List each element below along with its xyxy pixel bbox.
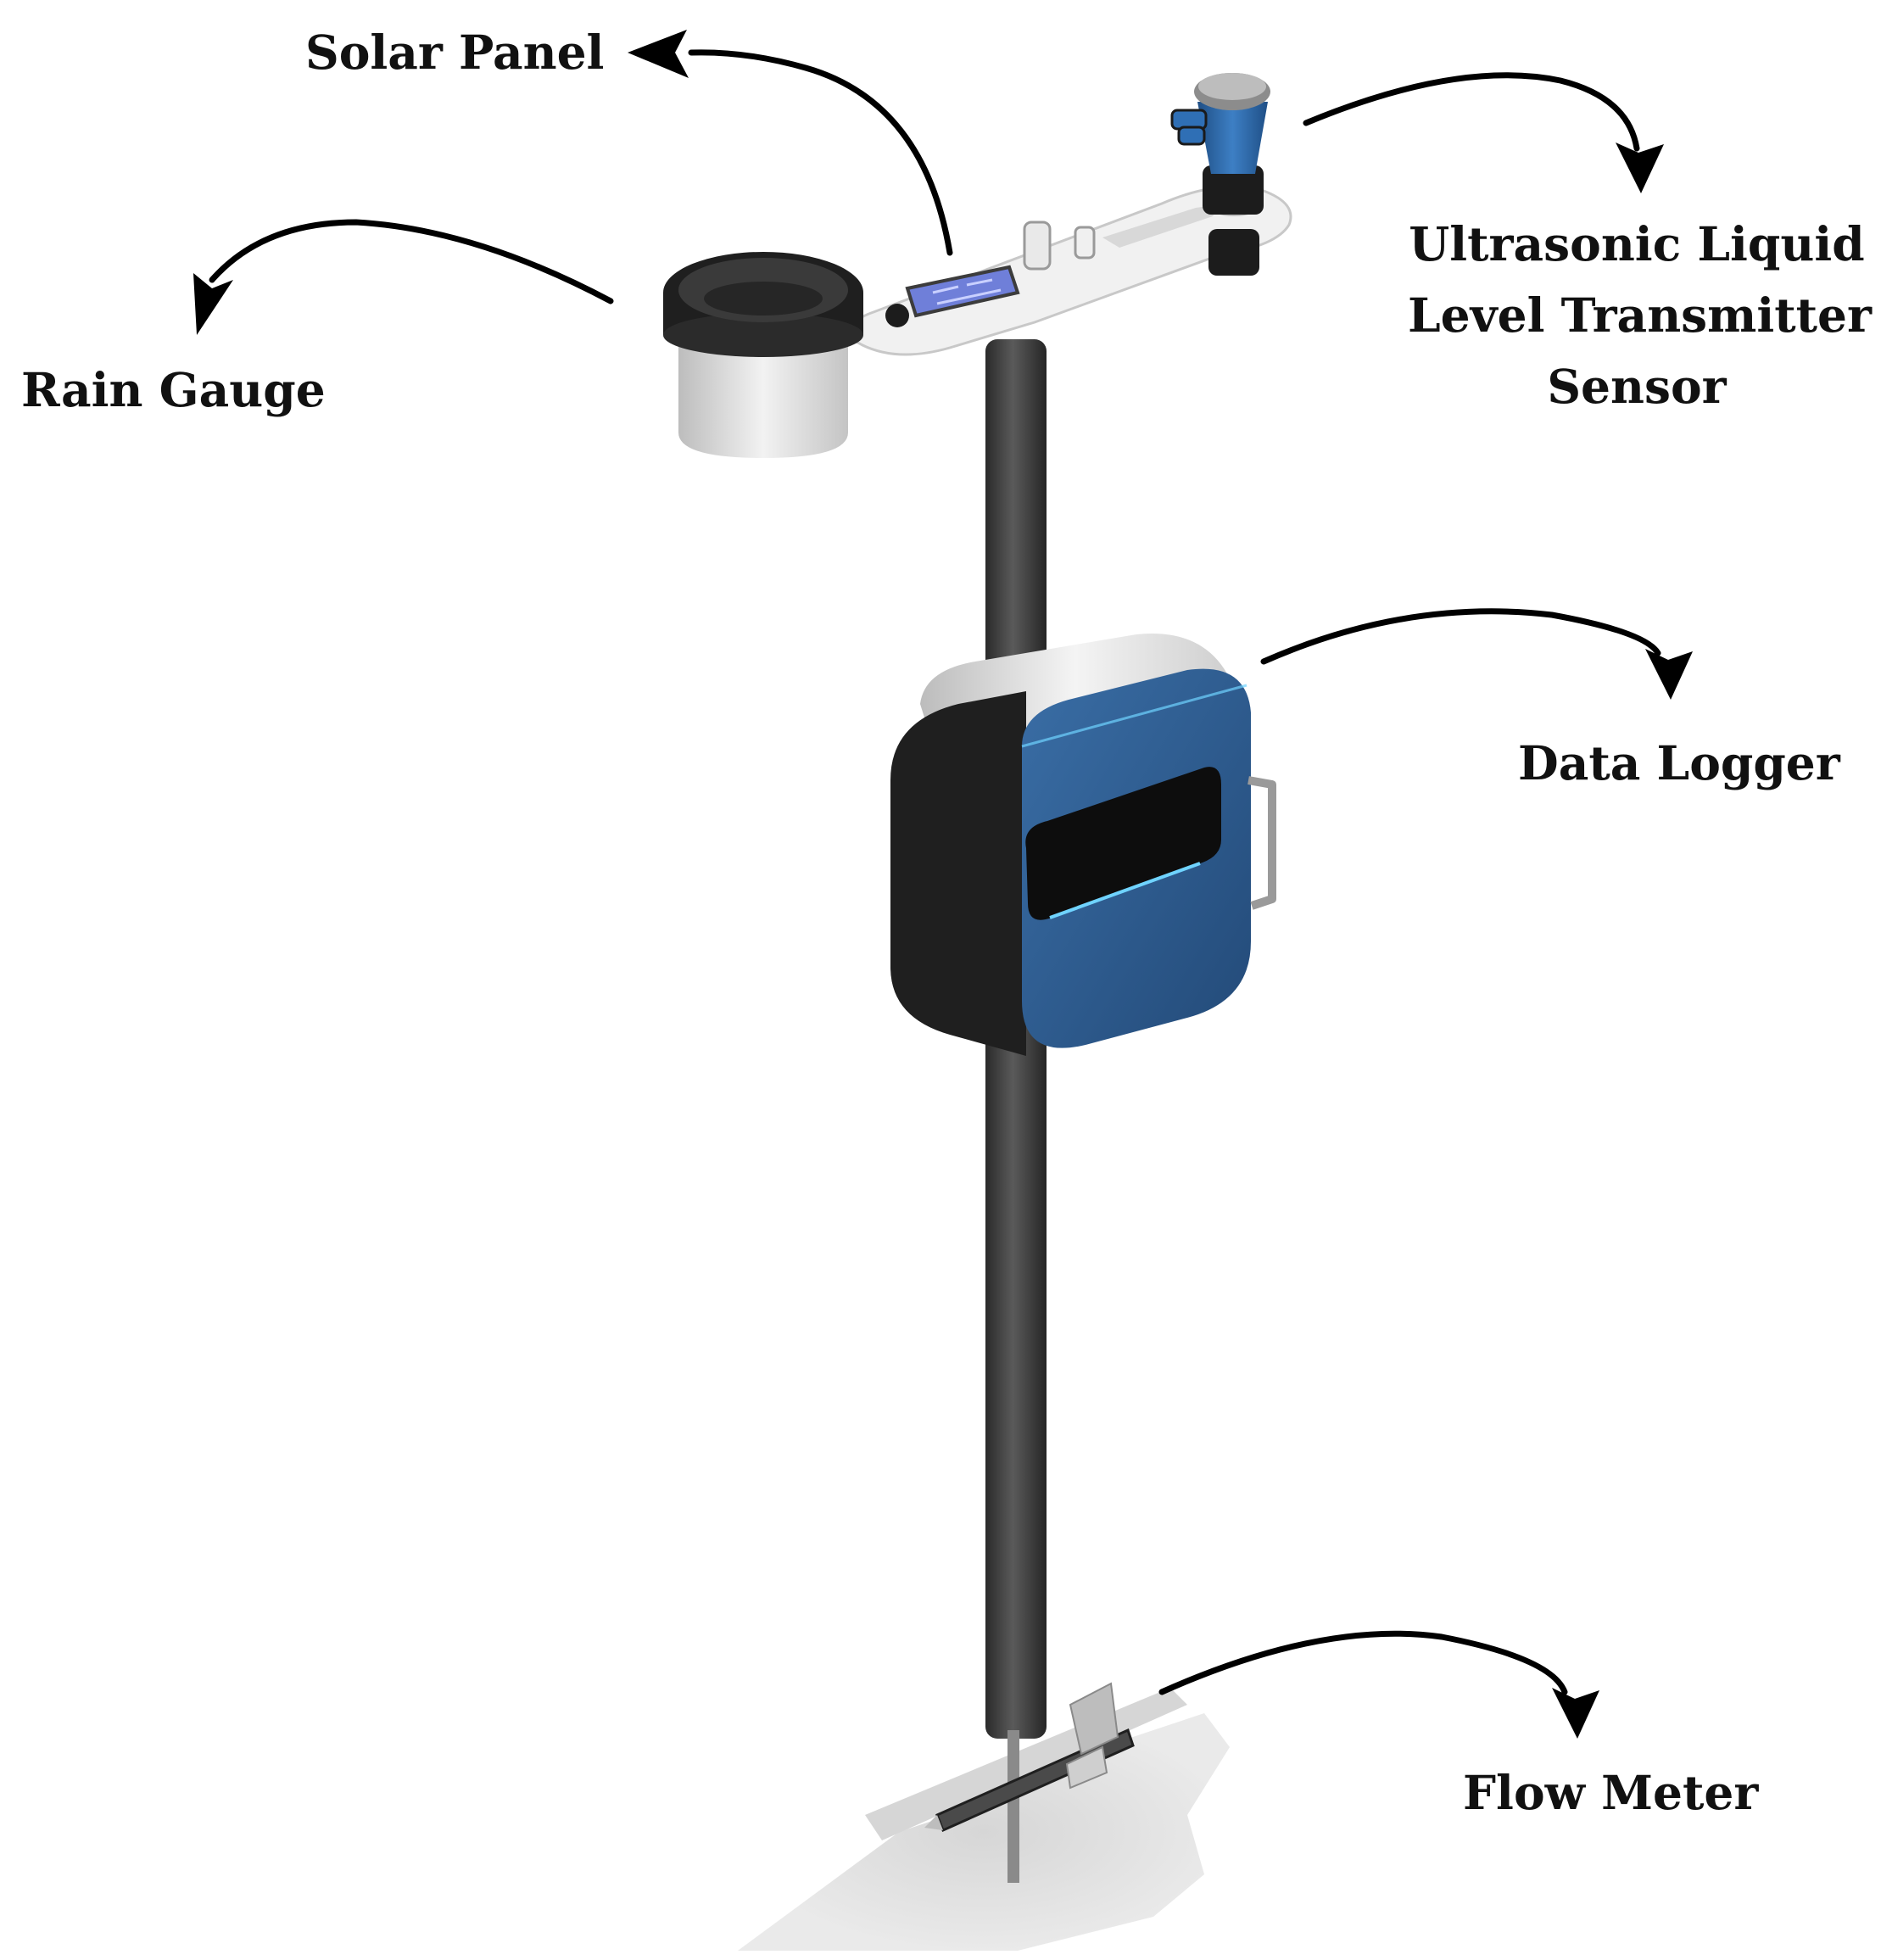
arrow-solar-panel: [688, 49, 953, 256]
label-ultrasonic-line-3: Sensor: [1547, 359, 1727, 414]
label-flow-meter: Flow Meter: [1463, 1765, 1759, 1820]
rain-gauge-body: [678, 322, 848, 458]
ultrasonic-mount: [1208, 229, 1259, 276]
label-rain-gauge: Rain Gauge: [21, 362, 326, 417]
data-logger-display: [1025, 767, 1221, 920]
data-logger-side: [890, 691, 1026, 1056]
ultrasonic-sensor-body: [1197, 102, 1268, 174]
arm-button: [885, 304, 909, 327]
label-data-logger: Data Logger: [1518, 735, 1840, 790]
flow-meter-fin: [1069, 1682, 1119, 1756]
arrowhead-flow-meter: [1552, 1688, 1599, 1739]
arm-slot: [1102, 206, 1215, 248]
arrow-rain-gauge: [209, 219, 614, 304]
flow-meter-rod: [1007, 1730, 1019, 1883]
data-logger-handle: [1247, 776, 1276, 910]
arrow-data-logger: [1260, 608, 1661, 665]
arm-knob-2: [1074, 226, 1096, 260]
label-ultrasonic-sensor: Ultrasonic Liquid Level Transmitter Sens…: [1408, 209, 1873, 422]
ground-shadow: [738, 1713, 1230, 1951]
arrowhead-ultrasonic: [1616, 142, 1664, 193]
label-ultrasonic-line-2: Level Transmitter: [1408, 288, 1873, 343]
arrow-flow-meter: [1158, 1630, 1568, 1695]
arrowhead-rain-gauge: [193, 273, 233, 335]
arrowheads: [193, 30, 1693, 1739]
arrow-ultrasonic: [1303, 72, 1640, 152]
arrows: [209, 49, 1661, 1695]
label-solar-panel: Solar Panel: [305, 25, 605, 80]
sensor-arm: [849, 185, 1292, 356]
arm-knob-1: [1023, 221, 1052, 271]
label-ultrasonic-line-1: Ultrasonic Liquid: [1409, 216, 1865, 271]
arrowhead-solar-panel: [628, 30, 689, 78]
arrowhead-data-logger: [1645, 649, 1693, 700]
